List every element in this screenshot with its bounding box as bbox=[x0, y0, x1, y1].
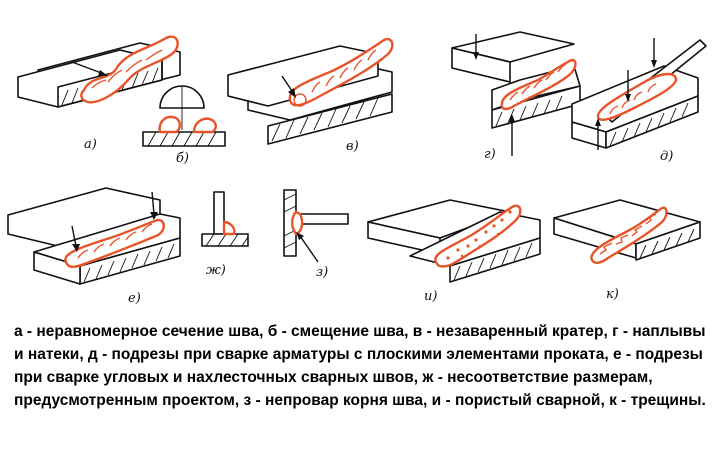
weld-defects-figure: а) б) в) bbox=[7, 31, 707, 306]
label-b: б) bbox=[176, 151, 189, 166]
label-z: з) bbox=[316, 265, 328, 280]
label-a: а) bbox=[84, 137, 97, 152]
panel-g bbox=[451, 31, 581, 156]
panel-z bbox=[283, 189, 349, 263]
panel-k bbox=[553, 199, 701, 264]
panel-b bbox=[142, 85, 226, 147]
label-zh: ж) bbox=[206, 263, 226, 278]
panel-i bbox=[367, 199, 541, 283]
panel-zh bbox=[201, 191, 249, 247]
panel-v bbox=[227, 37, 394, 145]
panel-a bbox=[17, 35, 181, 108]
caption: а - неравномерное сечение шва, б - смеще… bbox=[14, 323, 706, 409]
label-d: д) bbox=[660, 149, 673, 164]
label-e: е) bbox=[128, 291, 141, 306]
label-i: и) bbox=[424, 289, 437, 304]
panel-d bbox=[571, 38, 707, 150]
panel-e bbox=[7, 187, 181, 285]
label-g: г) bbox=[484, 147, 496, 162]
label-v: в) bbox=[346, 139, 359, 154]
label-k: к) bbox=[606, 287, 619, 302]
